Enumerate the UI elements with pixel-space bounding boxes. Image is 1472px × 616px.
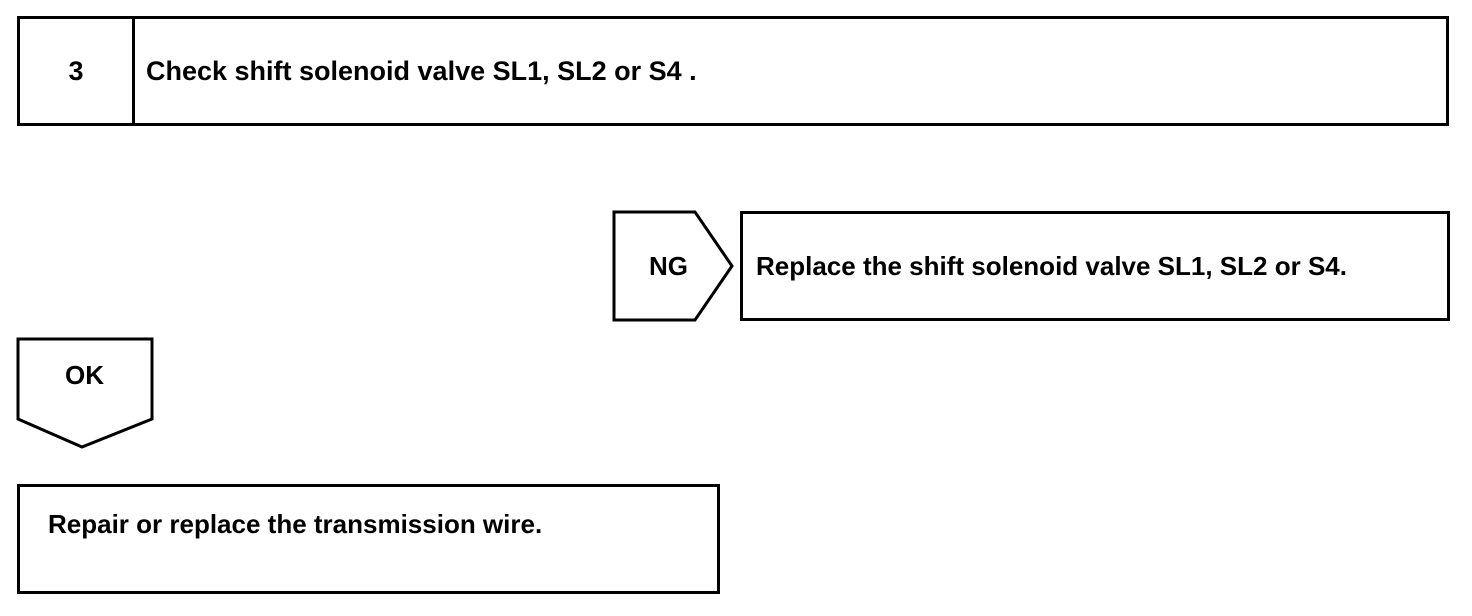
step-box: 3 Check shift solenoid valve SL1, SL2 or… (17, 16, 1449, 126)
step-title: Check shift solenoid valve SL1, SL2 or S… (146, 55, 697, 86)
ok-arrow-shape (16, 337, 154, 449)
step-number: 3 (20, 19, 135, 123)
ng-action-box: Replace the shift solenoid valve SL1, SL… (740, 211, 1450, 321)
ok-action-box: Repair or replace the transmission wire. (17, 484, 720, 594)
ok-action-text: Repair or replace the transmission wire. (48, 509, 543, 539)
ng-action-text: Replace the shift solenoid valve SL1, SL… (756, 250, 1347, 281)
ng-label: NG (649, 251, 688, 281)
ok-label: OK (65, 360, 104, 390)
ng-arrow-shape (612, 210, 734, 322)
